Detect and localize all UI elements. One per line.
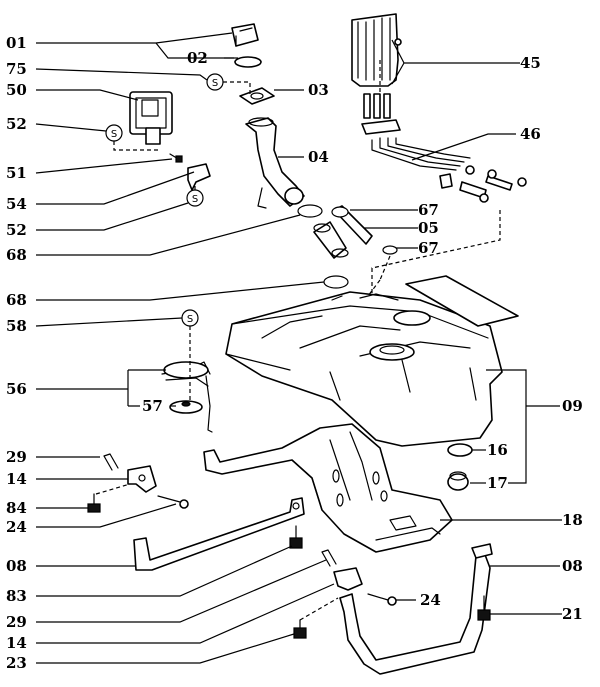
fuel-pump-assembly-drawing (161, 361, 213, 433)
part-label-21: 21 (562, 605, 583, 623)
part-label-50: 50 (6, 81, 27, 99)
part-label-24: 24 (6, 518, 27, 536)
fuel-door-drawing (129, 91, 173, 145)
part-label-24: 24 (420, 591, 441, 609)
tank-strap-drawing (133, 497, 305, 571)
cotter-pin-drawing (321, 549, 337, 567)
part-label-14: 14 (6, 470, 27, 488)
part-label-18: 18 (562, 511, 583, 529)
filler-pipe-drawing (245, 117, 305, 209)
vent-pipes-drawing (371, 137, 527, 203)
part-label-54: 54 (6, 195, 27, 213)
s-symbol: S (181, 309, 199, 327)
gasket-drawing (234, 56, 262, 68)
leader-lines (35, 32, 562, 664)
part-label-57: 57 (142, 397, 163, 415)
pin-bolt-drawing (157, 495, 189, 509)
part-label-05: 05 (418, 219, 439, 237)
part-label-84: 84 (6, 499, 27, 517)
fuel-cap-drawing (231, 23, 259, 47)
part-label-01: 01 (6, 34, 27, 52)
filler-flange-drawing (239, 87, 275, 105)
screw-drawing (169, 153, 183, 163)
part-label-68: 68 (6, 291, 27, 309)
s-symbol: S (105, 124, 123, 142)
bolt-drawing (289, 525, 303, 549)
clip-drawing (187, 163, 211, 191)
part-label-29: 29 (6, 613, 27, 631)
part-label-51: 51 (6, 164, 27, 182)
tank-pad-drawing (447, 443, 473, 457)
hose-band-drawing (297, 204, 323, 218)
part-label-68: 68 (6, 246, 27, 264)
part-label-03: 03 (308, 81, 329, 99)
part-label-52: 52 (6, 115, 27, 133)
cover-plate-drawing (405, 275, 519, 327)
tank-strap-drawing (339, 543, 493, 675)
s-symbol: S (186, 189, 204, 207)
part-label-08: 08 (562, 557, 583, 575)
part-label-16: 16 (487, 441, 508, 459)
bolt-drawing (293, 619, 307, 639)
filler-hose-drawing (313, 221, 349, 259)
sender-bracket-drawing (351, 13, 402, 87)
part-label-83: 83 (6, 587, 27, 605)
bolt-drawing (87, 493, 101, 513)
part-label-02: 02 (187, 49, 208, 67)
tank-bracket-drawing (127, 465, 157, 493)
pin-bolt-drawing (367, 593, 397, 606)
dashed-guides (95, 60, 501, 621)
bolt-drawing (477, 595, 491, 621)
part-label-29: 29 (6, 448, 27, 466)
hose-set-drawing (361, 93, 401, 135)
part-label-75: 75 (6, 60, 27, 78)
cotter-pin-drawing (103, 453, 119, 471)
part-label-23: 23 (6, 654, 27, 672)
part-label-52: 52 (6, 221, 27, 239)
part-label-04: 04 (308, 148, 329, 166)
part-label-08: 08 (6, 557, 27, 575)
svg-text:S: S (187, 314, 193, 325)
part-label-14: 14 (6, 634, 27, 652)
part-label-67: 67 (418, 201, 439, 219)
part-label-58: 58 (6, 317, 27, 335)
svg-text:S: S (192, 194, 198, 205)
hose-clamp-drawing (331, 206, 349, 218)
svg-text:S: S (212, 78, 218, 89)
part-label-67: 67 (418, 239, 439, 257)
part-label-17: 17 (487, 474, 508, 492)
s-symbol: S (206, 73, 224, 91)
hose-band-drawing (323, 275, 349, 289)
part-label-46: 46 (520, 125, 541, 143)
hose-clamp-drawing (382, 245, 398, 255)
part-label-45: 45 (520, 54, 541, 72)
fuel-tank-drawing (225, 291, 503, 447)
tank-bracket-drawing (333, 567, 363, 591)
drain-plug-drawing (447, 471, 469, 491)
part-label-56: 56 (6, 380, 27, 398)
part-label-09: 09 (562, 397, 583, 415)
svg-text:S: S (111, 129, 117, 140)
